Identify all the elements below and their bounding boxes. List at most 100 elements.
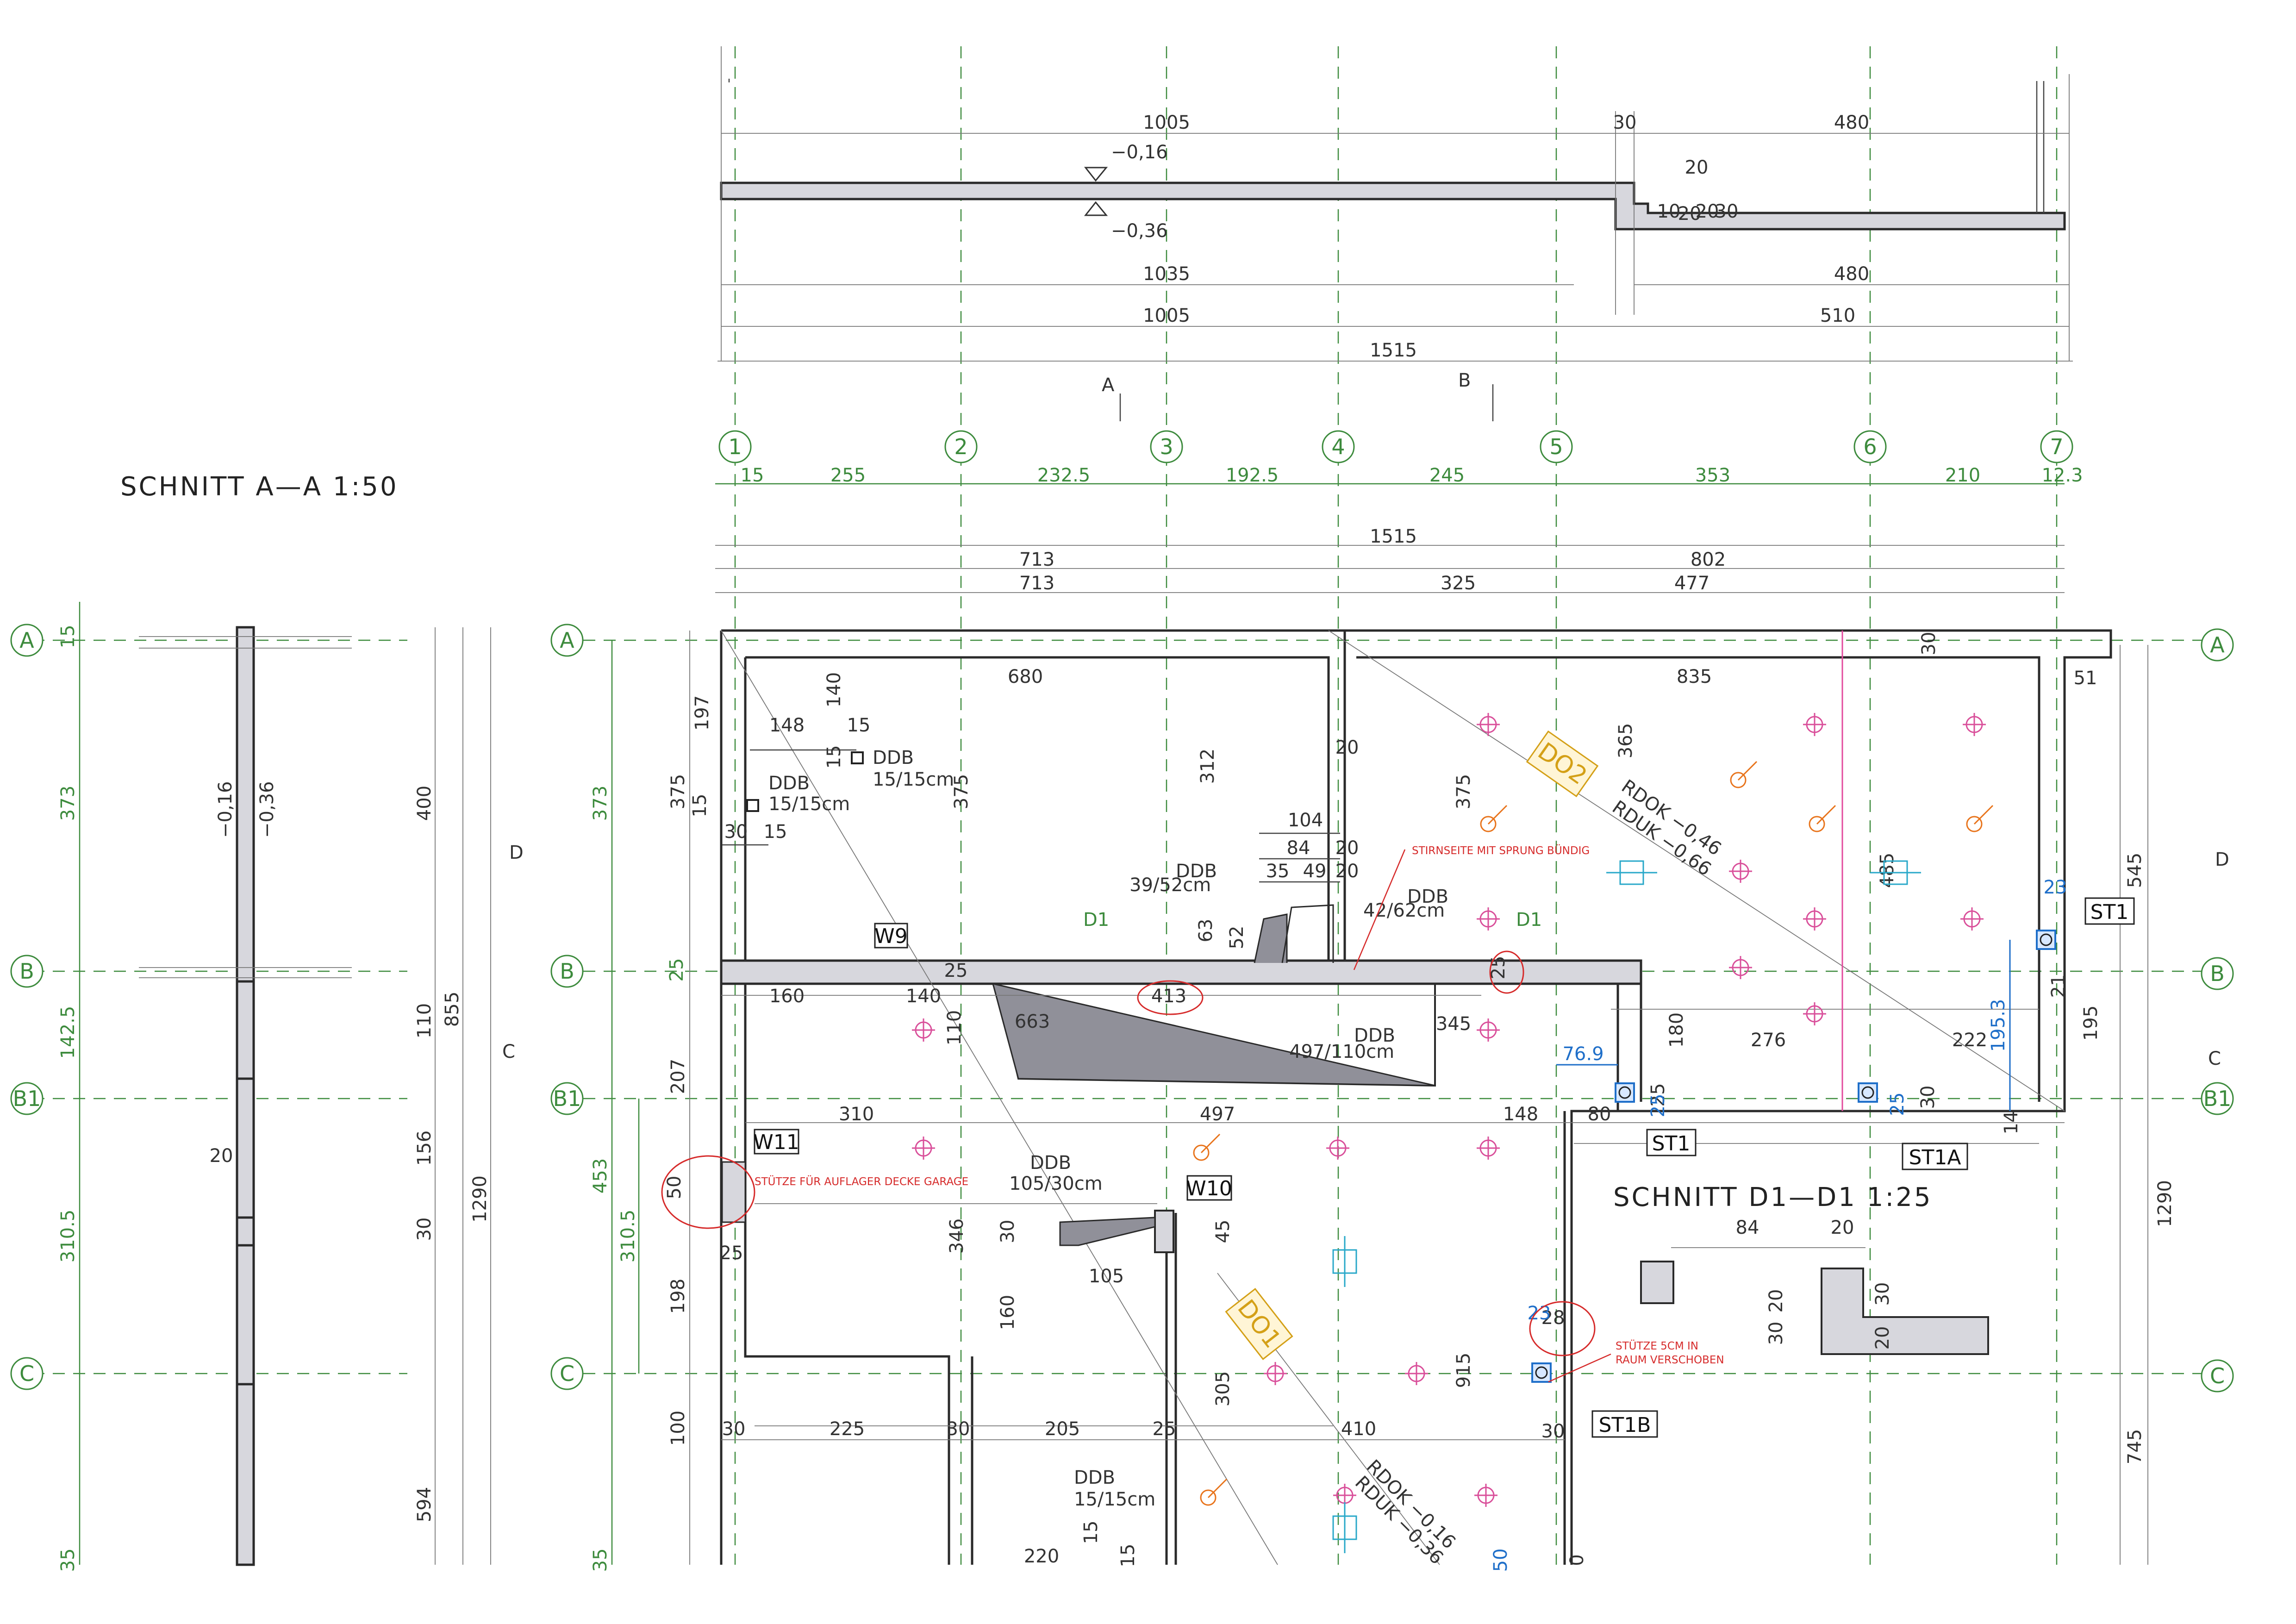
svg-text:745: 745 — [2124, 1429, 2146, 1464]
svg-text:15/15cm: 15/15cm — [1074, 1489, 1155, 1510]
ddb-labels: DDB 15/15cm DDB 15/15cm DDB 39/52cm DDB … — [768, 747, 1448, 1510]
svg-text:30: 30 — [947, 1418, 970, 1440]
svg-text:480: 480 — [1834, 112, 1869, 133]
svg-text:B1: B1 — [553, 1086, 581, 1111]
svg-text:W11: W11 — [753, 1131, 799, 1154]
svg-text:15/15cm: 15/15cm — [768, 793, 850, 815]
svg-text:1035: 1035 — [1143, 263, 1190, 285]
axis-label-3: 3 — [1160, 434, 1173, 459]
svg-text:52: 52 — [1226, 926, 1248, 949]
svg-text:400: 400 — [414, 786, 435, 821]
svg-text:30: 30 — [1613, 112, 1637, 133]
svg-text:1005: 1005 — [1143, 305, 1190, 326]
svg-text:100: 100 — [668, 1411, 689, 1446]
svg-text:C: C — [2208, 1048, 2221, 1069]
svg-text:310: 310 — [839, 1104, 874, 1125]
svg-text:35: 35 — [57, 1549, 79, 1572]
svg-text:160: 160 — [997, 1295, 1018, 1330]
svg-text:110: 110 — [414, 1003, 435, 1038]
svg-text:A: A — [560, 628, 574, 653]
svg-text:STIRNSEITE MIT SPRUNG BÜNDIG: STIRNSEITE MIT SPRUNG BÜNDIG — [1412, 844, 1590, 857]
svg-text:B: B — [2210, 961, 2225, 986]
svg-text:25: 25 — [944, 960, 968, 981]
svg-text:413: 413 — [1151, 986, 1186, 1007]
svg-text:680: 680 — [1008, 666, 1043, 687]
svg-text:C: C — [2210, 1363, 2225, 1388]
svg-text:140: 140 — [906, 986, 941, 1007]
svg-text:180: 180 — [1666, 1012, 1687, 1048]
svg-text:−0,36: −0,36 — [1111, 220, 1168, 242]
svg-text:142.5: 142.5 — [57, 1006, 79, 1059]
svg-text:15: 15 — [847, 715, 871, 736]
svg-text:49: 49 — [1303, 861, 1327, 882]
svg-text:30: 30 — [1715, 201, 1739, 222]
svg-text:312: 312 — [1197, 749, 1218, 784]
svg-text:35: 35 — [1266, 861, 1290, 882]
svg-text:30: 30 — [997, 1220, 1018, 1243]
svg-text:15: 15 — [1080, 1521, 1102, 1544]
red-notes: STIRNSEITE MIT SPRUNG BÜNDIG STÜTZE FÜR … — [661, 844, 1724, 1383]
svg-text:148: 148 — [1503, 1104, 1538, 1125]
svg-text:30: 30 — [1917, 1086, 1939, 1109]
svg-text:276: 276 — [1751, 1030, 1786, 1051]
svg-text:915: 915 — [1453, 1353, 1474, 1388]
svg-text:20: 20 — [210, 1145, 233, 1167]
svg-text:1290: 1290 — [2154, 1180, 2176, 1227]
svg-text:RAUM VERSCHOBEN: RAUM VERSCHOBEN — [1616, 1354, 1724, 1366]
svg-text:20: 20 — [1872, 1326, 1893, 1350]
svg-text:A: A — [19, 628, 34, 653]
svg-text:−0,16: −0,16 — [215, 781, 236, 838]
svg-text:453: 453 — [590, 1158, 611, 1193]
svg-text:30: 30 — [1766, 1322, 1787, 1345]
svg-text:ST1: ST1 — [1652, 1132, 1691, 1156]
svg-text:50: 50 — [1490, 1549, 1511, 1572]
svg-text:A: A — [2210, 632, 2225, 657]
svg-text:D1: D1 — [1083, 909, 1109, 931]
svg-text:25: 25 — [1887, 1093, 1908, 1116]
svg-text:20: 20 — [1335, 861, 1359, 882]
svg-text:1515: 1515 — [1370, 526, 1417, 547]
svg-text:375: 375 — [1453, 774, 1474, 809]
plan-dims-left: 373 25 453 310.5 35 375 197 207 198 100 — [590, 631, 713, 1572]
callouts: W9 W10 W11 ST1 ST1 ST1A ST1B — [753, 897, 2135, 1438]
svg-text:ST1A: ST1A — [1909, 1146, 1961, 1169]
svg-text:W10: W10 — [1186, 1177, 1232, 1200]
svg-text:15: 15 — [57, 625, 79, 649]
reinforcement-symbols — [912, 713, 1994, 1553]
svg-text:A: A — [1102, 375, 1115, 396]
svg-text:25: 25 — [1488, 956, 1509, 980]
section-cut-d1: D1 D1 — [1083, 909, 1542, 931]
svg-text:B1: B1 — [13, 1086, 41, 1111]
svg-text:855: 855 — [442, 992, 463, 1027]
svg-text:12.3: 12.3 — [2041, 465, 2083, 486]
section-aa: SCHNITT A—A 1:50 15 373 142.5 310.5 35 −… — [57, 472, 524, 1572]
svg-text:C: C — [560, 1361, 574, 1386]
svg-text:30: 30 — [1918, 632, 1940, 656]
svg-text:205: 205 — [1045, 1418, 1080, 1440]
svg-text:B1: B1 — [2203, 1086, 2232, 1111]
svg-text:30: 30 — [414, 1218, 435, 1241]
svg-text:14: 14 — [2001, 1111, 2022, 1135]
svg-text:63: 63 — [1195, 919, 1217, 943]
svg-text:W9: W9 — [874, 924, 908, 948]
svg-text:ST1B: ST1B — [1599, 1413, 1651, 1437]
svg-text:20: 20 — [1335, 737, 1359, 758]
svg-text:−0,16: −0,16 — [1111, 142, 1168, 163]
svg-text:222: 222 — [1952, 1030, 1987, 1051]
svg-text:C: C — [19, 1361, 34, 1386]
svg-text:20: 20 — [1831, 1217, 1854, 1238]
svg-text:0: 0 — [1566, 1554, 1588, 1566]
svg-text:DDB: DDB — [873, 747, 914, 768]
svg-text:1515: 1515 — [1370, 340, 1417, 361]
svg-text:15: 15 — [824, 745, 845, 769]
svg-text:497/110cm: 497/110cm — [1289, 1041, 1394, 1062]
grid-dimension-row: 15 255 232.5 192.5 245 353 210 12.3 — [715, 465, 2083, 486]
do-tags: DO2 DO1 — [1225, 730, 1599, 1360]
svg-text:20: 20 — [1685, 157, 1709, 178]
svg-text:39/52cm: 39/52cm — [1129, 874, 1211, 896]
svg-text:80: 80 — [1588, 1104, 1611, 1125]
svg-text:198: 198 — [668, 1279, 689, 1314]
svg-text:15: 15 — [1117, 1544, 1139, 1568]
svg-text:ST1: ST1 — [2090, 900, 2129, 924]
svg-text:−0,36: −0,36 — [256, 781, 278, 838]
